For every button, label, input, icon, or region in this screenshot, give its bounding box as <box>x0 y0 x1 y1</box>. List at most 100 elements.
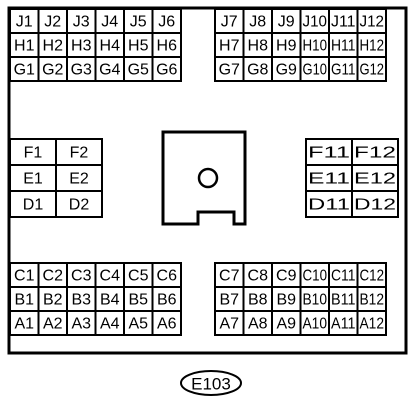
terminal-j1: J1 <box>9 8 40 34</box>
terminal-label: G6 <box>156 62 177 79</box>
terminal-label: B6 <box>157 292 177 309</box>
terminal-label: A2 <box>43 316 63 333</box>
terminal-label: C6 <box>157 268 178 285</box>
terminal-label: H6 <box>157 38 178 55</box>
terminal-box <box>299 286 330 312</box>
terminal-b5: B5 <box>123 286 154 312</box>
terminal-box <box>66 310 97 336</box>
terminal-f11: F11 <box>305 138 353 166</box>
terminal-h4: H4 <box>94 32 125 58</box>
terminal-box <box>55 164 103 192</box>
terminal-box <box>351 190 399 218</box>
terminal-label: A6 <box>157 316 177 333</box>
terminal-g4: G4 <box>94 56 125 82</box>
terminal-c4: C4 <box>94 262 125 288</box>
terminal-label: B10 <box>303 292 328 309</box>
terminal-label: J4 <box>101 14 118 31</box>
terminal-c1: C1 <box>9 262 40 288</box>
connector-id-oval <box>180 370 242 396</box>
terminal-box <box>94 310 125 336</box>
terminal-label: J11 <box>331 14 356 31</box>
terminal-box <box>356 286 387 312</box>
terminal-label: D11 <box>308 197 350 214</box>
terminal-a11: A11 <box>328 310 359 336</box>
terminal-label: J12 <box>360 14 385 31</box>
terminal-a4: A4 <box>94 310 125 336</box>
terminal-b12: B12 <box>356 286 387 312</box>
terminal-j9: J9 <box>271 8 302 34</box>
terminal-box <box>123 310 154 336</box>
terminal-g9: G9 <box>271 56 302 82</box>
terminal-label: H7 <box>219 38 240 55</box>
terminal-j7: J7 <box>214 8 245 34</box>
terminal-a7: A7 <box>214 310 245 336</box>
terminal-label: J7 <box>221 14 238 31</box>
terminal-h8: H8 <box>242 32 273 58</box>
terminal-box <box>271 310 302 336</box>
terminal-c10: C10 <box>299 262 330 288</box>
terminal-c11: C11 <box>328 262 359 288</box>
terminal-box <box>328 56 359 82</box>
terminal-box <box>305 190 353 218</box>
terminal-c3: C3 <box>66 262 97 288</box>
terminal-label: B2 <box>43 292 63 309</box>
terminal-label: A3 <box>71 316 91 333</box>
terminal-box <box>214 310 245 336</box>
terminal-box <box>55 190 103 218</box>
terminal-h6: H6 <box>151 32 182 58</box>
terminal-e1: E1 <box>9 164 57 192</box>
terminal-label: G10 <box>303 62 328 79</box>
terminal-j11: J11 <box>328 8 359 34</box>
terminal-label: B5 <box>128 292 148 309</box>
terminal-j10: J10 <box>299 8 330 34</box>
terminal-label: A1 <box>14 316 34 333</box>
terminal-e12: E12 <box>351 164 399 192</box>
terminal-g12: G12 <box>356 56 387 82</box>
terminal-box <box>242 262 273 288</box>
terminal-label: J10 <box>303 14 328 31</box>
terminal-label: J3 <box>73 14 90 31</box>
terminal-b3: B3 <box>66 286 97 312</box>
terminal-label: C11 <box>331 268 356 285</box>
terminal-box <box>214 56 245 82</box>
terminal-box <box>299 310 330 336</box>
terminal-label: A7 <box>219 316 239 333</box>
terminal-box <box>37 310 68 336</box>
terminal-label: E12 <box>354 171 396 188</box>
terminal-label: H5 <box>128 38 149 55</box>
terminal-label: H3 <box>71 38 92 55</box>
terminal-label: G9 <box>276 62 297 79</box>
terminal-label: D1 <box>23 197 44 214</box>
connector-id-label: E103 <box>191 375 231 394</box>
terminal-g3: G3 <box>66 56 97 82</box>
terminal-g2: G2 <box>37 56 68 82</box>
terminal-h9: H9 <box>271 32 302 58</box>
terminal-label: C10 <box>303 268 328 285</box>
terminal-a2: A2 <box>37 310 68 336</box>
terminal-label: J2 <box>44 14 61 31</box>
terminal-a1: A1 <box>9 310 40 336</box>
terminal-a8: A8 <box>242 310 273 336</box>
terminal-c8: C8 <box>242 262 273 288</box>
terminal-label: J8 <box>249 14 266 31</box>
terminal-h7: H7 <box>214 32 245 58</box>
terminal-box <box>55 138 103 166</box>
terminal-label: H10 <box>303 38 328 55</box>
terminal-label: H12 <box>360 38 385 55</box>
terminal-j2: J2 <box>37 8 68 34</box>
terminal-box <box>151 56 182 82</box>
terminal-label: A8 <box>248 316 268 333</box>
terminal-c9: C9 <box>271 262 302 288</box>
terminal-box <box>123 286 154 312</box>
terminal-label: E11 <box>308 171 350 188</box>
terminal-d2: D2 <box>55 190 103 218</box>
terminal-label: G7 <box>219 62 240 79</box>
center-hole <box>197 167 219 189</box>
terminal-d1: D1 <box>9 190 57 218</box>
terminal-g7: G7 <box>214 56 245 82</box>
terminal-label: G5 <box>128 62 149 79</box>
terminal-label: B11 <box>331 292 356 309</box>
terminal-box <box>123 262 154 288</box>
terminal-label: J1 <box>16 14 33 31</box>
terminal-label: F12 <box>354 145 396 162</box>
